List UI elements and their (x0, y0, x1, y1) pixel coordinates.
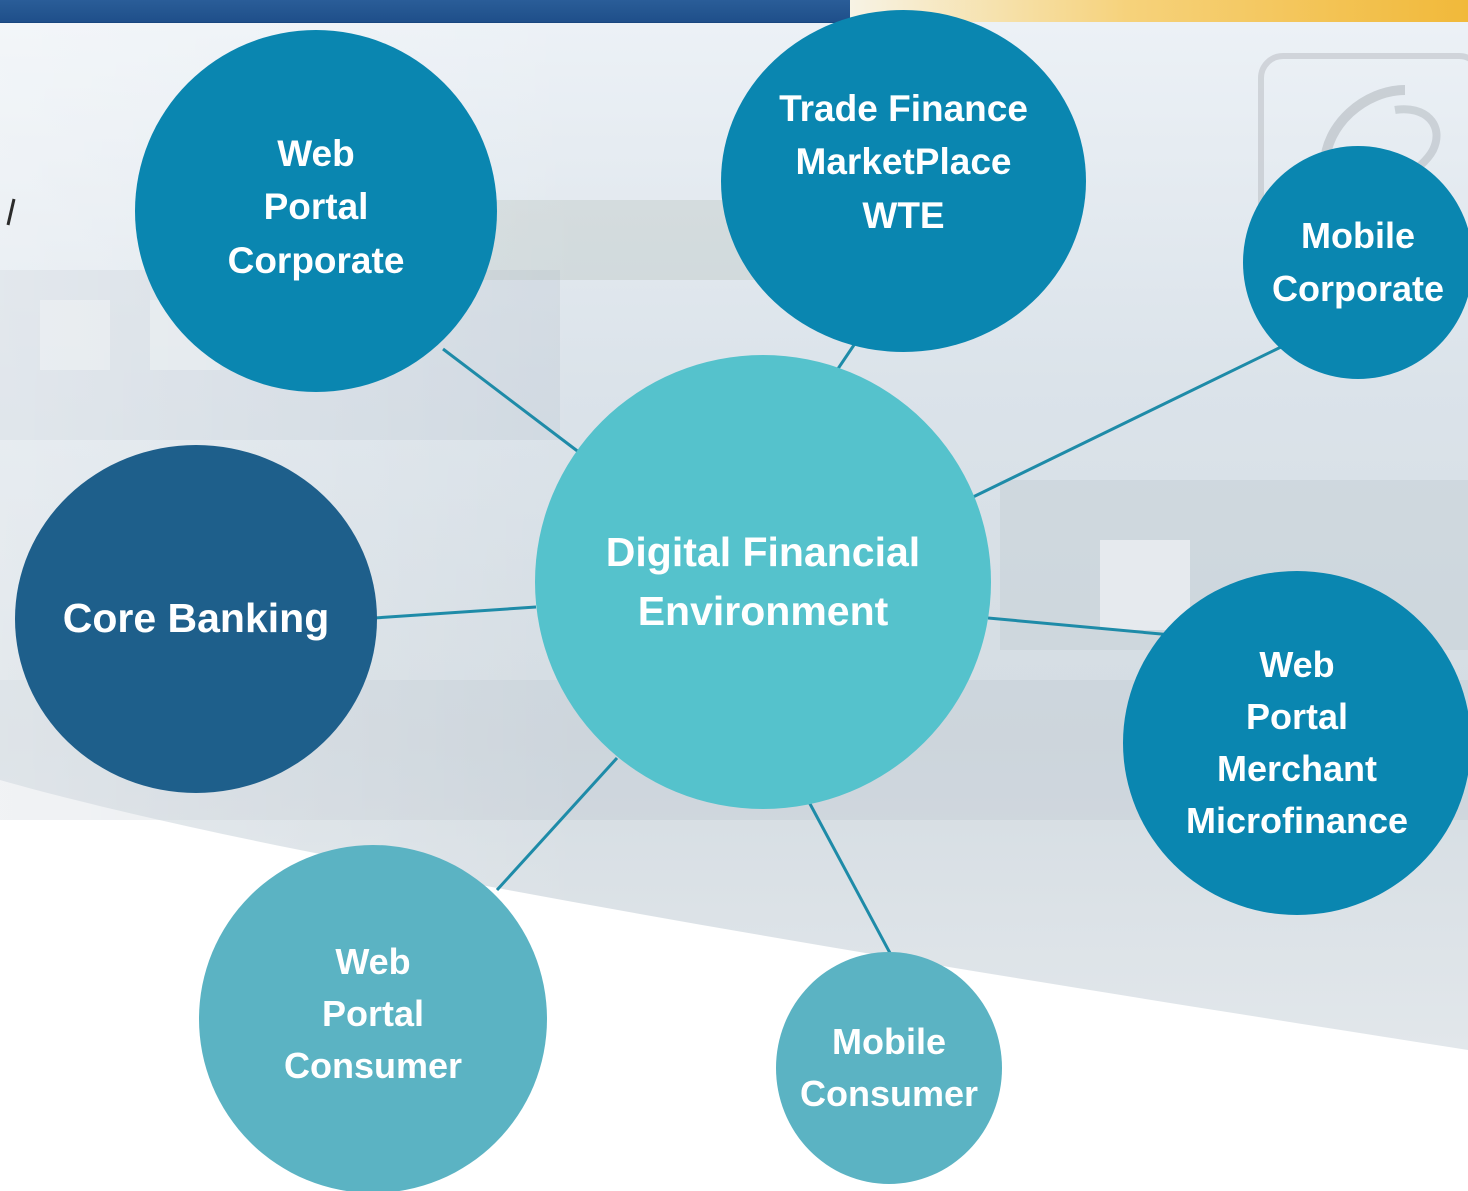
node-mobile-consumer-label: Mobile Consumer (799, 1020, 979, 1114)
connector-web-portal-corporate (442, 347, 581, 455)
header-bar-gold (850, 0, 1468, 22)
center-node-digital-financial-environment: Digital Financial Environment (535, 355, 991, 809)
header-bar-blue (0, 0, 850, 23)
node-trade-finance-label: Trade Finance MarketPlace WTE (779, 87, 1028, 236)
node-web-portal-corporate-label: Web Portal Corporate (227, 132, 405, 281)
connector-mobile-corporate (972, 345, 1282, 499)
node-mobile-consumer: Mobile Consumer (776, 952, 1002, 1184)
connector-core-banking (373, 605, 537, 620)
node-core-banking: Core Banking (15, 445, 377, 793)
node-mobile-corporate: Mobile Corporate (1243, 146, 1468, 379)
decorative-stroke (6, 198, 16, 226)
node-web-portal-consumer: Web Portal Consumer (199, 845, 547, 1191)
node-trade-finance: Trade Finance MarketPlace WTE (721, 10, 1086, 352)
node-web-portal-corporate: Web Portal Corporate (135, 30, 497, 392)
node-web-portal-merchant-label: Web Portal Merchant Microfinance (1185, 643, 1409, 842)
node-core-banking-label: Core Banking (62, 595, 330, 642)
node-web-portal-consumer-label: Web Portal Consumer (283, 940, 463, 1087)
connector-group (373, 341, 1282, 954)
connector-web-portal-merchant (987, 616, 1173, 637)
center-node-label: Digital Financial Environment (605, 528, 921, 634)
node-mobile-corporate-label: Mobile Corporate (1271, 215, 1445, 309)
connector-mobile-consumer (807, 801, 892, 954)
node-web-portal-merchant-microfinance: Web Portal Merchant Microfinance (1123, 571, 1468, 915)
connector-web-portal-consumer (495, 756, 619, 892)
